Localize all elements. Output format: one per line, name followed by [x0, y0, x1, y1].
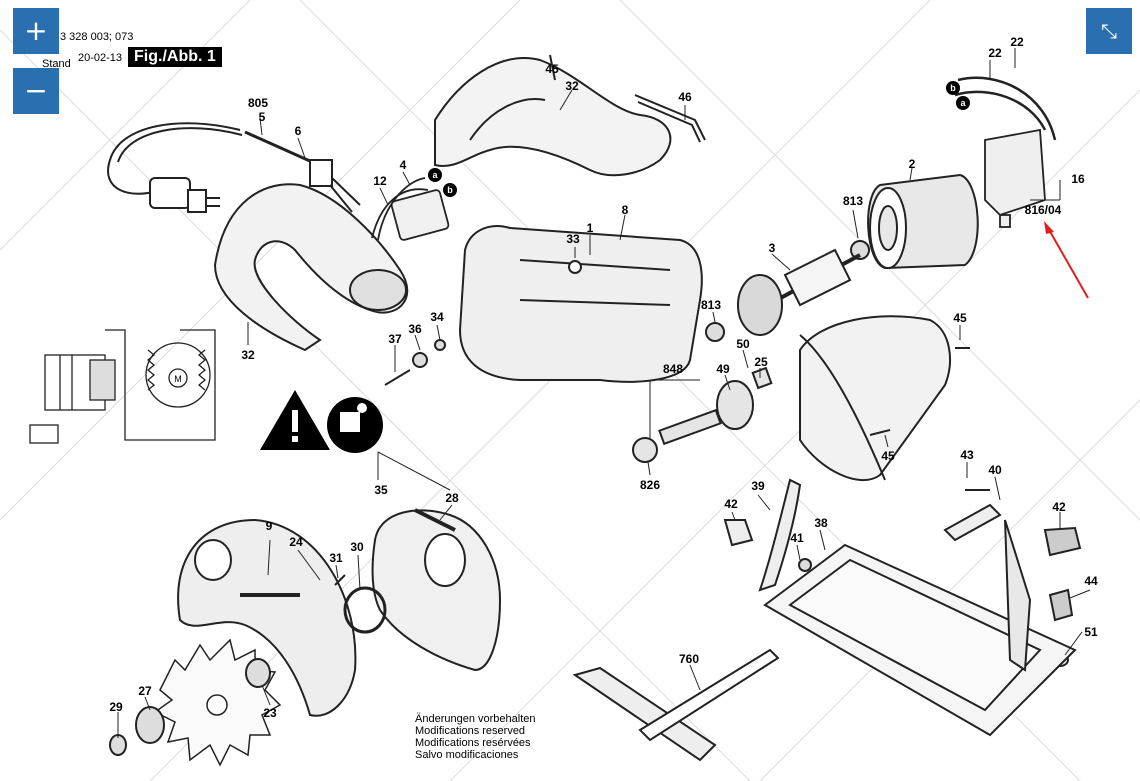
part-label: 813: [701, 298, 721, 312]
part-label: 32: [241, 348, 255, 362]
gear-shaft: [632, 366, 773, 463]
warning-sign: [260, 390, 330, 450]
part-label: 50: [736, 337, 750, 351]
part-label: 45: [953, 311, 967, 325]
lower-guard: [371, 508, 502, 672]
part-label: 6: [295, 124, 302, 138]
depth-adjust-parts: [723, 478, 1082, 667]
bearing-813-top: [850, 240, 870, 260]
marker-a: a: [432, 170, 438, 180]
hex-key: [634, 94, 706, 143]
part-label: 29: [109, 700, 123, 714]
part-label: 9: [266, 519, 273, 533]
screws: [334, 54, 990, 586]
part-label: 43: [960, 448, 974, 462]
part-label-816-04: 816/04: [1025, 203, 1062, 217]
part-label: 51: [1084, 625, 1098, 639]
part-labels: 805 5 6 4 12 45 32 46 22 22 16 816/04 2 …: [109, 35, 1098, 720]
part-label: 40: [988, 463, 1002, 477]
part-label: 8: [622, 203, 629, 217]
part-label: 4: [400, 158, 407, 172]
part-label: 45: [545, 62, 559, 76]
part-label: 2: [909, 157, 916, 171]
zoom-out-button[interactable]: −: [13, 68, 59, 114]
fullscreen-toggle-button[interactable]: ⤡: [1086, 8, 1132, 54]
parallel-guide: [572, 648, 780, 762]
leader-lines: [117, 48, 1091, 738]
part-label: 24: [289, 535, 303, 549]
marker-b: b: [447, 185, 453, 195]
part-label: 3: [769, 241, 776, 255]
part-label: 35: [374, 483, 388, 497]
field-coil: [867, 173, 979, 270]
part-label: 12: [373, 174, 387, 188]
rear-handle: [213, 183, 409, 352]
part-label: 805: [248, 96, 268, 110]
armature: [737, 248, 861, 336]
flange-nut: [109, 658, 271, 756]
part-label: 5: [259, 110, 266, 124]
part-label: 42: [724, 497, 738, 511]
part-label: 45: [881, 449, 895, 463]
switch-assembly: [371, 177, 450, 241]
part-label: 813: [843, 194, 863, 208]
marker-b: b: [950, 83, 956, 93]
part-label: 37: [388, 332, 402, 346]
part-label: 39: [751, 479, 765, 493]
part-label: 1: [587, 221, 594, 235]
part-label: 848: [663, 362, 683, 376]
part-label: 38: [814, 516, 828, 530]
part-label: 46: [678, 90, 692, 104]
highlight-arrowhead: [1044, 221, 1054, 234]
part-label: 826: [640, 478, 660, 492]
blade-guard: [177, 518, 357, 717]
notice-fr: Modifications resérvées: [415, 737, 531, 749]
part-label: 49: [716, 362, 730, 376]
read-manual-icon: [327, 397, 383, 453]
part-label: 36: [408, 322, 422, 336]
modifications-notice: Änderungen vorbehalten Modifications res…: [415, 713, 535, 761]
part-label: 33: [566, 232, 580, 246]
bearing-813-bottom: [705, 322, 725, 342]
part-label: 25: [754, 355, 768, 369]
part-label: 27: [138, 684, 152, 698]
notice-de: Änderungen vorbehalten: [415, 713, 536, 725]
wire-markers: [428, 81, 970, 197]
wiring-schematic: [29, 329, 216, 444]
motor-housing: [458, 225, 703, 383]
power-cord: [107, 122, 361, 213]
part-label: 32: [565, 79, 579, 93]
part-label: 28: [445, 491, 459, 505]
part-label: 23: [263, 706, 277, 720]
part-label: 44: [1084, 574, 1098, 588]
motor-symbol: M: [174, 374, 182, 384]
stand-label: Stand: [42, 58, 71, 70]
highlight-arrow: [1047, 227, 1089, 299]
notice-es: Salvo modificaciones: [415, 749, 519, 761]
part-label: 760: [679, 652, 699, 666]
brush-holder: [954, 76, 1057, 228]
part-label: 22: [1010, 35, 1024, 49]
figure-title: Fig./Abb. 1: [128, 47, 222, 67]
part-label: 42: [1052, 500, 1066, 514]
part-label: 34: [430, 310, 444, 324]
base-plate: [763, 519, 1077, 737]
document-number: 3 328 003; 073: [60, 31, 134, 43]
marker-a: a: [960, 98, 966, 108]
part-label: 31: [329, 551, 343, 565]
notice-en: Modifications reserved: [415, 725, 526, 737]
part-label: 41: [790, 531, 804, 545]
gear-housing: [799, 315, 951, 481]
ring-30: [343, 586, 387, 634]
part-label: 30: [350, 540, 364, 554]
upper-housing: [434, 57, 672, 177]
stand-date: 20-02-13: [78, 52, 123, 64]
part-label: 22: [988, 46, 1002, 60]
part-label: 16: [1071, 172, 1085, 186]
zoom-in-button[interactable]: +: [13, 8, 59, 54]
